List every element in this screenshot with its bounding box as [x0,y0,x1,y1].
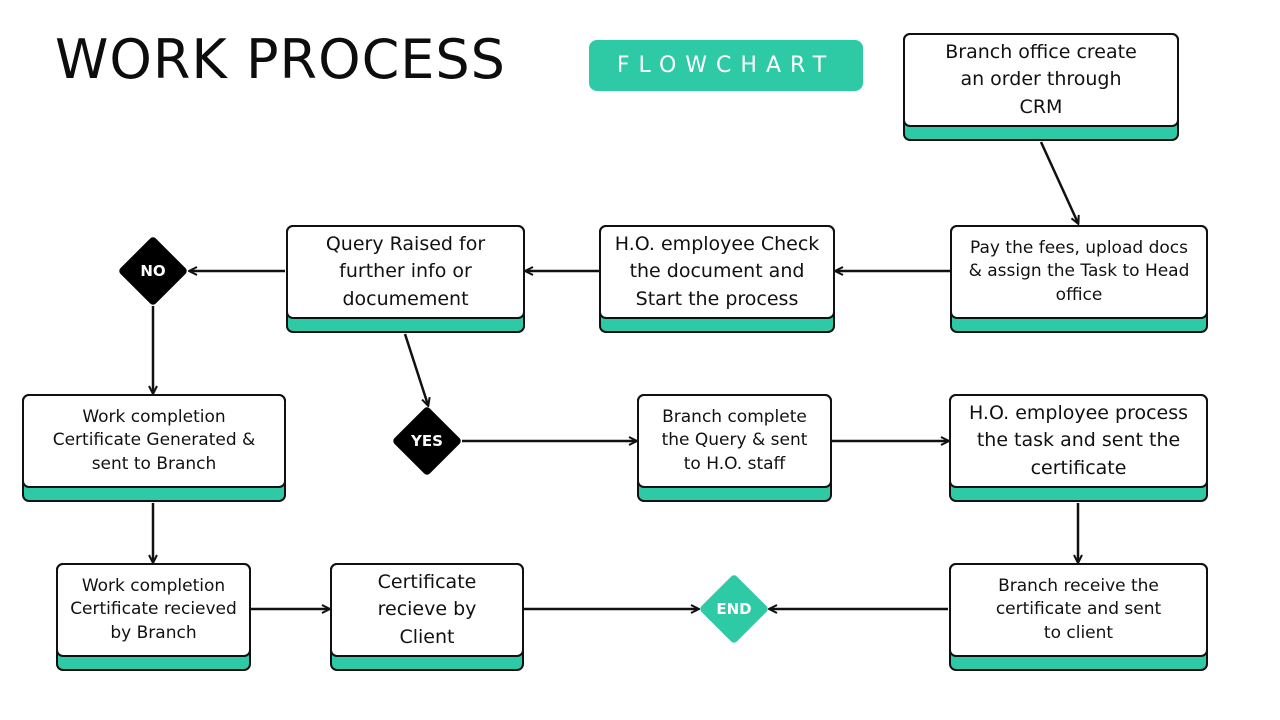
node-check-docs: H.O. employee Check the document and Sta… [599,225,835,333]
end-label: END [716,600,752,618]
decision-yes-label: YES [411,432,443,450]
node-cert-received-branch: Work completion Certificate recieved by … [56,563,251,671]
node-create-order-label: Branch office create an order through CR… [903,33,1179,127]
node-ho-process: H.O. employee process the task and sent … [949,394,1208,502]
node-ho-process-label: H.O. employee process the task and sent … [949,394,1208,488]
node-branch-complete-query-label: Branch complete the Query & sent to H.O.… [637,394,832,488]
node-cert-received-branch-label: Work completion Certificate recieved by … [56,563,251,657]
node-cert-received-client-label: Certificate recieve by Client [330,563,524,657]
node-branch-receive-cert-label: Branch receive the certificate and sent … [949,563,1208,657]
node-query-raised-label: Query Raised for further info or documem… [286,225,525,319]
node-query-raised: Query Raised for further info or documem… [286,225,525,333]
node-cert-generated-label: Work completion Certificate Generated & … [22,394,286,488]
arrow-query-to-yes [403,333,428,405]
node-branch-receive-cert: Branch receive the certificate and sent … [949,563,1208,671]
node-create-order: Branch office create an order through CR… [903,33,1179,141]
page-title: WORK PROCESS [55,28,506,91]
node-branch-complete-query: Branch complete the Query & sent to H.O.… [637,394,832,502]
node-cert-generated: Work completion Certificate Generated & … [22,394,286,502]
node-cert-received-client: Certificate recieve by Client [330,563,524,671]
node-pay-fees-label: Pay the fees, upload docs & assign the T… [950,225,1208,319]
decision-no-label: NO [140,262,166,280]
node-check-docs-label: H.O. employee Check the document and Sta… [599,225,835,319]
flowchart-badge: FLOWCHART [589,40,863,91]
arrow-create-to-pay [1039,141,1078,223]
node-pay-fees: Pay the fees, upload docs & assign the T… [950,225,1208,333]
